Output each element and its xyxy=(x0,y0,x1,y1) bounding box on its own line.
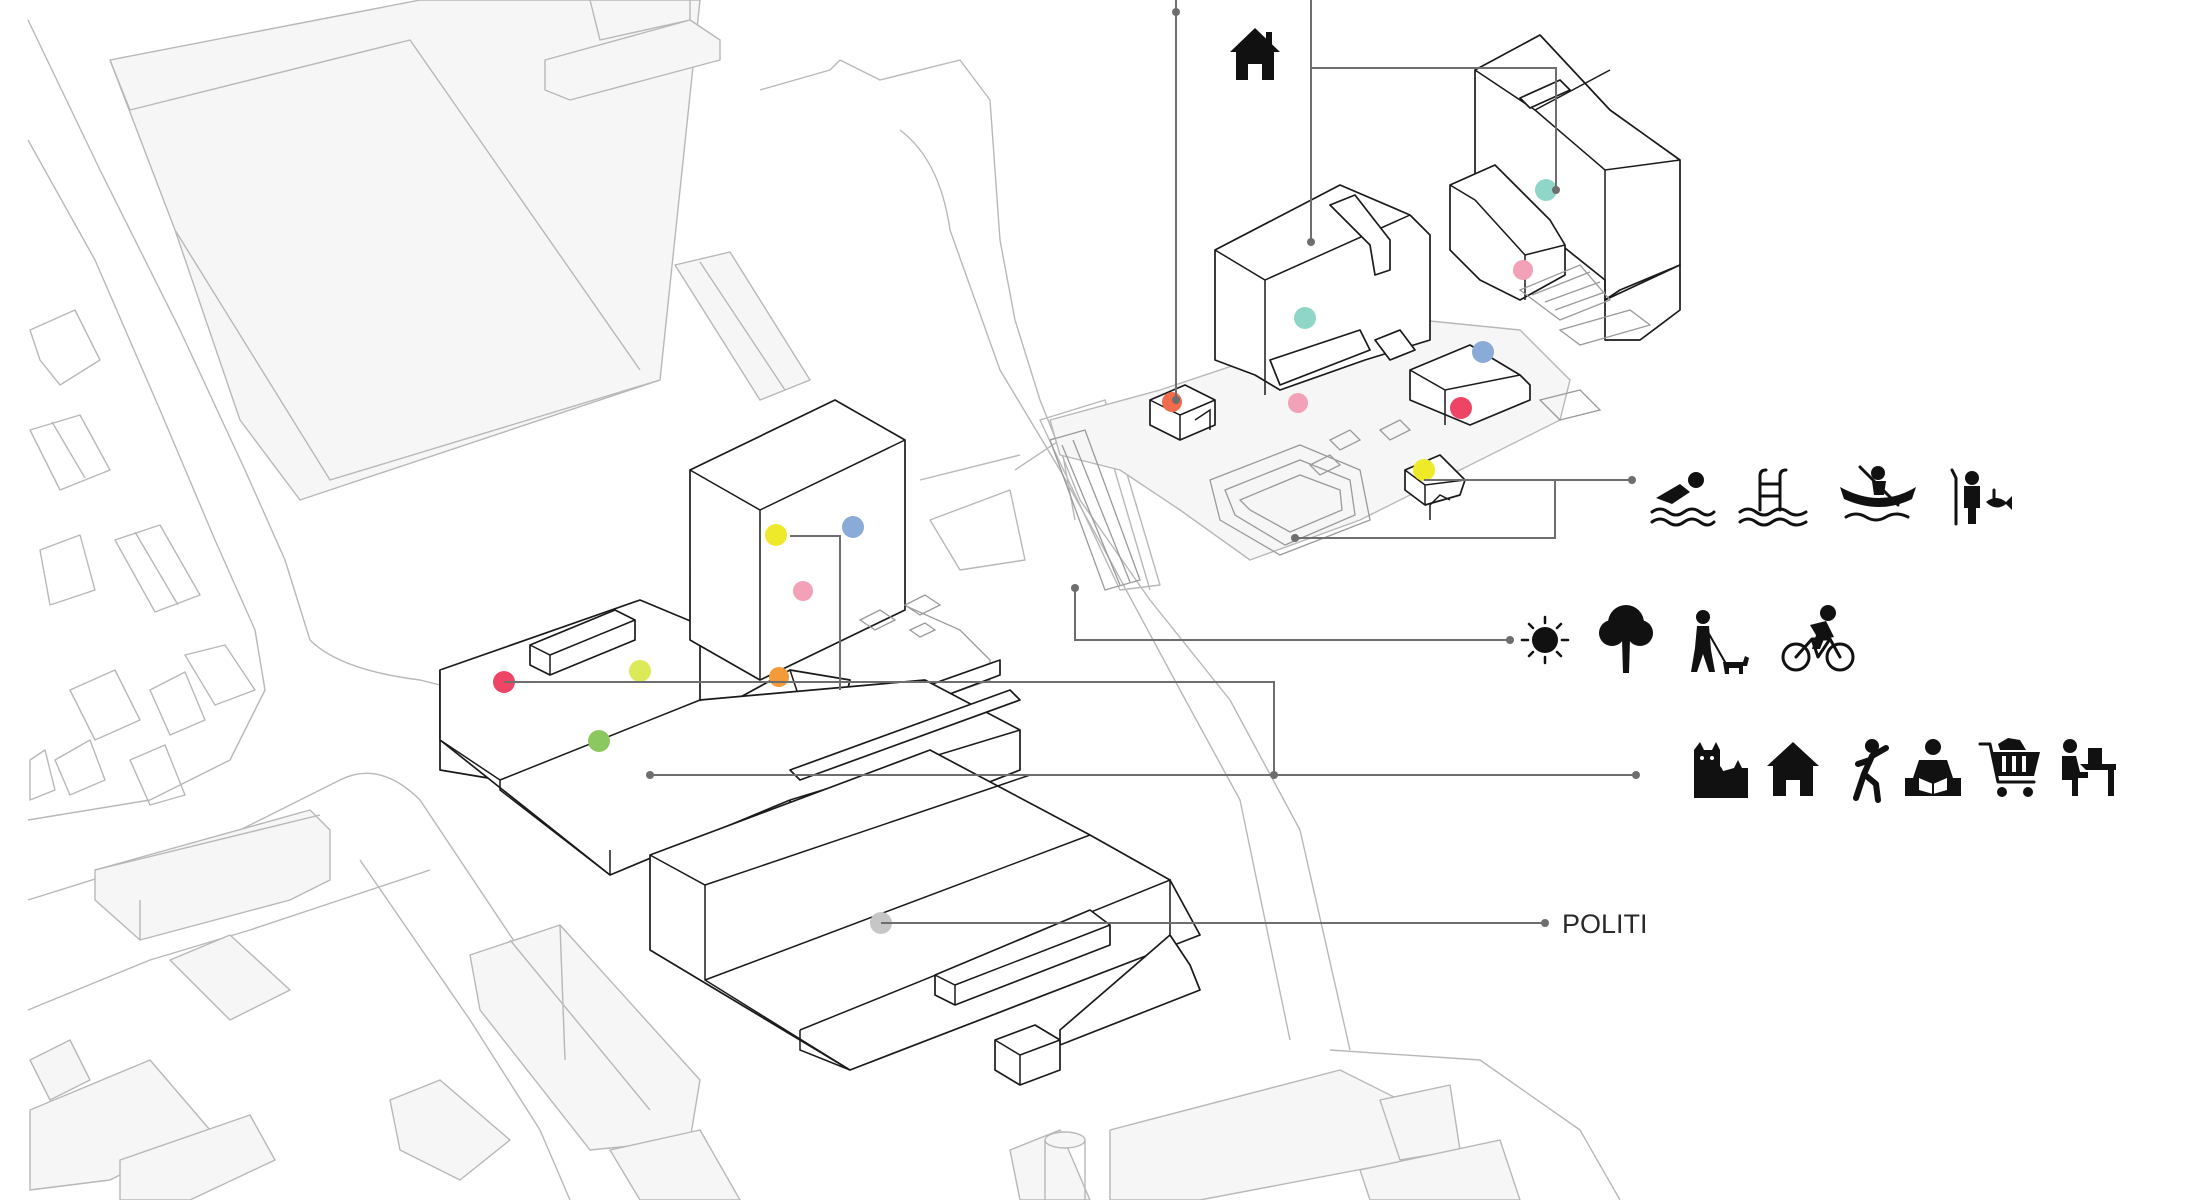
dot-yellow-1 xyxy=(1413,459,1435,481)
context-map xyxy=(27,0,1621,1200)
dot-teal-2 xyxy=(1294,307,1316,329)
canoe-icon xyxy=(1840,465,1916,522)
fishing-icon xyxy=(1950,468,2012,526)
building-cluster-south xyxy=(439,399,1201,1086)
sun-icon xyxy=(1520,615,1570,665)
cyclist-icon xyxy=(1781,605,1855,672)
dog-walker-icon xyxy=(1691,610,1749,674)
dot-yellow-green-1 xyxy=(629,660,651,682)
dot-pink-1 xyxy=(1513,260,1533,280)
swimmer-icon xyxy=(1650,472,1716,527)
house-icon xyxy=(1767,742,1819,796)
dot-blue-1 xyxy=(1472,341,1494,363)
dot-orange-1 xyxy=(769,667,789,687)
dot-pink-2 xyxy=(1288,393,1308,413)
tree-icon xyxy=(1599,605,1653,673)
dot-green-1 xyxy=(588,730,610,752)
dot-pink-3 xyxy=(793,581,813,601)
shopping-cart-icon xyxy=(1978,738,2040,797)
office-desk-icon xyxy=(2062,739,2116,796)
pets-icon xyxy=(1694,742,1748,798)
dot-blue-2 xyxy=(842,516,864,538)
dot-yellow-2 xyxy=(765,524,787,546)
police-label: POLITI xyxy=(1562,909,1648,939)
leader-lines xyxy=(504,0,1640,927)
house-icon xyxy=(1230,28,1280,80)
reading-icon xyxy=(1905,739,1961,796)
pool-ladder-icon xyxy=(1738,468,1808,527)
building-cluster-north xyxy=(1049,34,1681,591)
exercise-icon xyxy=(1853,739,1889,803)
dot-teal-1 xyxy=(1535,179,1557,201)
dot-red-1 xyxy=(1450,397,1472,419)
program-dots xyxy=(493,179,1557,934)
